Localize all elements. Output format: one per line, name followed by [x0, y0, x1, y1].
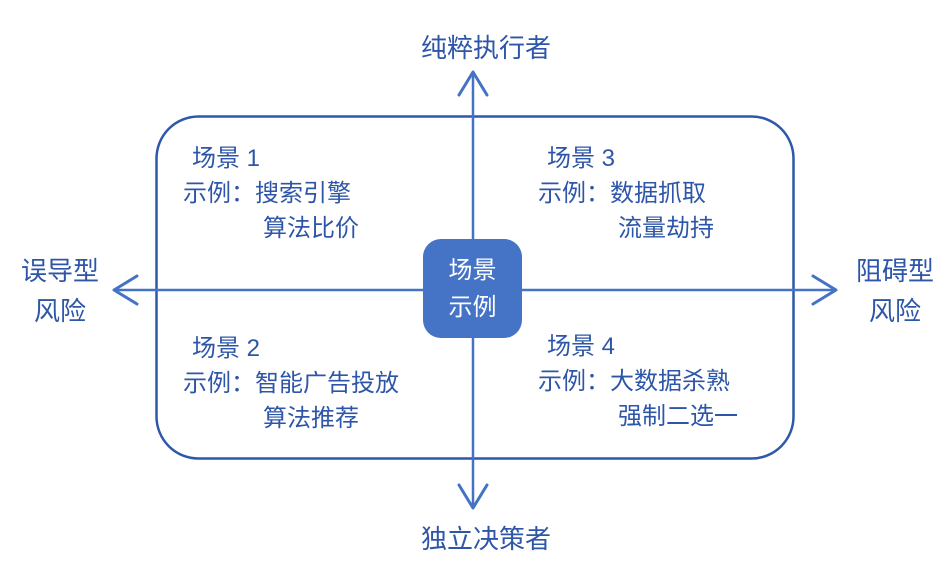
- axis-label-left-line1: 误导型: [20, 256, 99, 286]
- axis-label-right-line1: 阻碍型: [855, 256, 934, 286]
- quadrant-scene-1: 场景 1 示例：搜索引擎 算法比价: [183, 141, 359, 246]
- quadrant-3-extra-line: 流量劫持: [618, 215, 714, 242]
- axis-label-bottom: 独立决策者: [420, 524, 551, 554]
- center-badge: 场景 示例: [423, 239, 522, 338]
- quadrant-4-extra-line: 强制二选一: [618, 403, 738, 430]
- center-badge-line1: 场景: [448, 256, 497, 284]
- quadrant-2-extra-line: 算法推荐: [263, 405, 359, 432]
- quadrant-3-example-line: 示例：数据抓取: [538, 180, 706, 207]
- quadrant-1-example-line: 示例：搜索引擎: [183, 180, 351, 207]
- quadrant-3-title: 场景 3: [547, 145, 616, 172]
- axis-label-top: 纯粹执行者: [420, 33, 551, 63]
- center-badge-line2: 示例: [448, 293, 497, 321]
- quadrant-scene-3: 场景 3 示例：数据抓取 流量劫持: [538, 141, 714, 246]
- axis-label-right-line2: 风险: [868, 296, 921, 326]
- rounded-frame: [155, 115, 795, 460]
- quadrant-scene-4: 场景 4 示例：大数据杀熟 强制二选一: [538, 329, 738, 434]
- arrow-up-icon: [457, 70, 489, 97]
- quadrant-scene-2: 场景 2 示例：智能广告投放 算法推荐: [183, 331, 399, 436]
- quadrant-4-title: 场景 4: [547, 333, 616, 360]
- arrow-left-icon: [112, 274, 139, 306]
- quadrant-2-example-line: 示例：智能广告投放: [183, 370, 399, 397]
- arrow-down-icon: [457, 483, 489, 510]
- quadrant-1-title: 场景 1: [192, 145, 261, 172]
- axis-label-left-line2: 风险: [33, 296, 86, 326]
- quadrant-4-example-line: 示例：大数据杀熟: [538, 368, 730, 395]
- quadrant-2-title: 场景 2: [192, 335, 261, 362]
- axis-label-left: 误导型 风险: [5, 251, 115, 331]
- quadrant-1-extra-line: 算法比价: [263, 215, 359, 242]
- arrow-right-icon: [811, 274, 838, 306]
- axis-label-right: 阻碍型 风险: [840, 251, 950, 331]
